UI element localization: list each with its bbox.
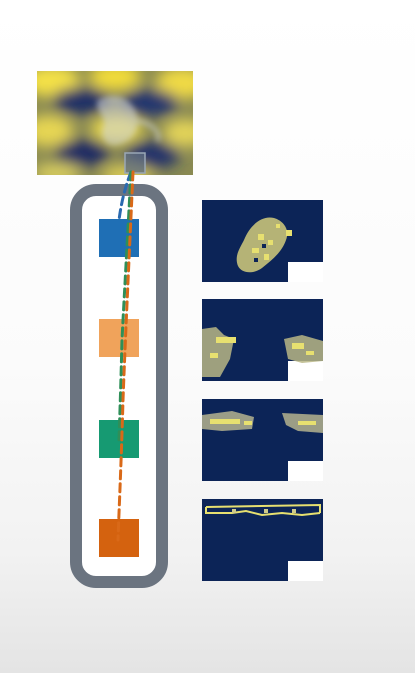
- token-2: [99, 319, 139, 357]
- orange-dashed-path: [116, 170, 135, 542]
- green-dashed-path: [117, 170, 133, 442]
- feature-map-4-graphic: [202, 499, 323, 581]
- feature-map-2: [202, 299, 323, 381]
- input-image-graphic: [37, 71, 193, 175]
- feature-map-3: [202, 399, 323, 481]
- feature-map-1: [202, 200, 323, 282]
- selected-patch-square: [125, 153, 145, 173]
- input-heatmap-image: [37, 71, 193, 175]
- token-1: [99, 219, 139, 257]
- feature-map-2-graphic: [202, 299, 323, 381]
- feature-map-3-graphic: [202, 399, 323, 481]
- feature-map-4: [202, 499, 323, 581]
- feature-map-1-graphic: [202, 200, 323, 282]
